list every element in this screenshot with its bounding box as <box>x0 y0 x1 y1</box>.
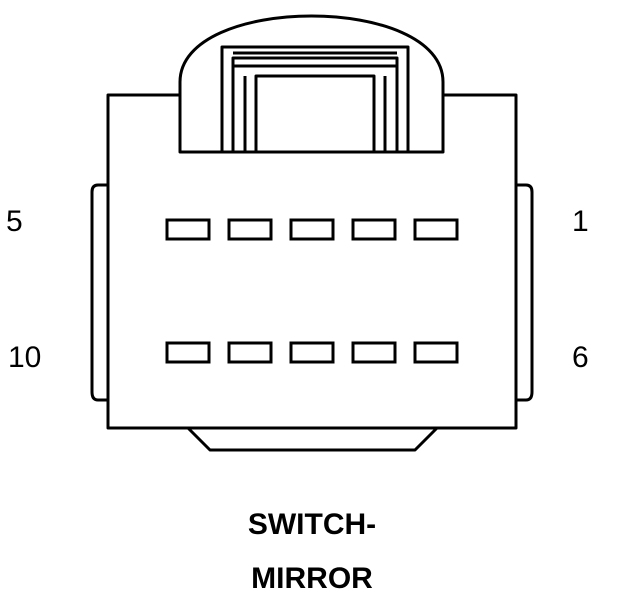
latch-inner-frame <box>231 56 399 152</box>
pin-label-5: 5 <box>6 205 23 238</box>
pin-cavity <box>165 341 211 364</box>
pin-cavity <box>413 218 459 241</box>
pin-label-6: 6 <box>572 341 589 374</box>
pin-cavity <box>289 218 335 241</box>
pin-cavity <box>351 341 397 364</box>
connector-title-line2: MIRROR <box>251 562 373 595</box>
latch-arch <box>178 14 445 95</box>
pin-cavity <box>227 218 273 241</box>
connector-title-line1: SWITCH- <box>247 508 377 541</box>
pin-label-1: 1 <box>572 205 589 238</box>
left-rail <box>90 183 108 402</box>
pin-cavity <box>413 341 459 364</box>
latch-frame <box>220 45 410 152</box>
pin-cavity <box>227 341 273 364</box>
bottom-key <box>186 426 439 452</box>
pin-cavity <box>289 341 335 364</box>
latch-center-window <box>254 74 376 152</box>
right-rail <box>516 183 534 402</box>
pin-cavity <box>351 218 397 241</box>
pin-cavity <box>165 218 211 241</box>
connector-body <box>106 93 518 430</box>
pin-label-10: 10 <box>8 341 42 374</box>
